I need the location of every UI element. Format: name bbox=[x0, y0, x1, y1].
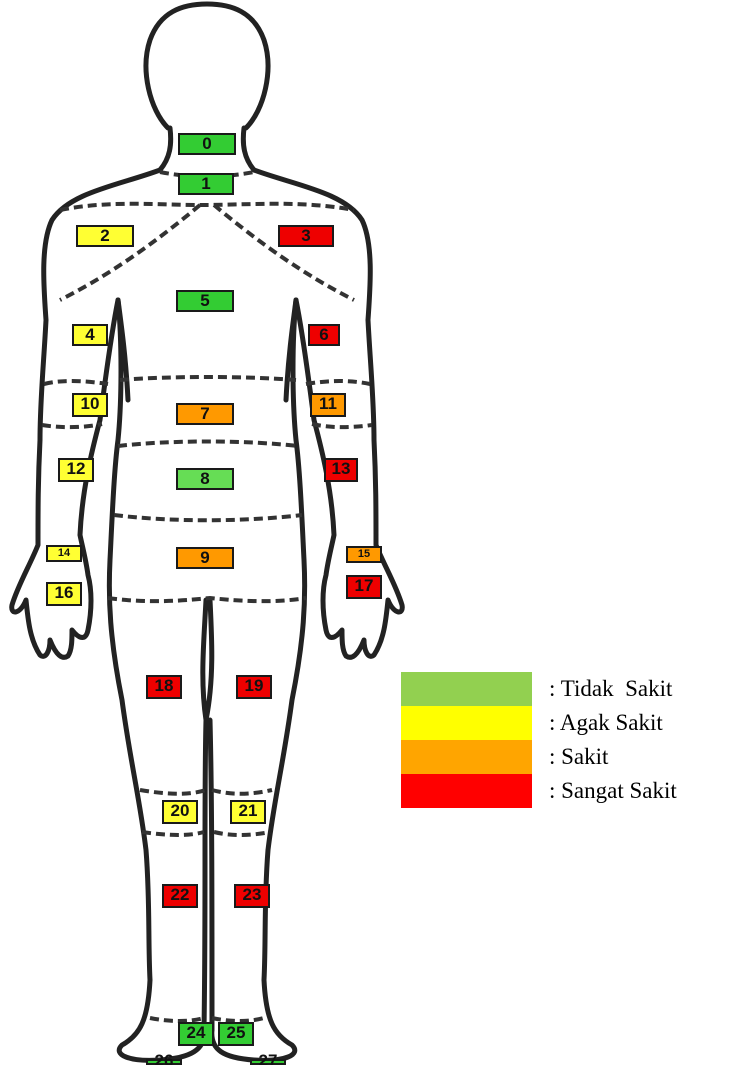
region-marker-19: 19 bbox=[236, 675, 272, 699]
region-marker-11: 11 bbox=[310, 393, 346, 417]
region-marker-20: 20 bbox=[162, 800, 198, 824]
region-marker-10: 10 bbox=[72, 393, 108, 417]
legend-swatch bbox=[401, 706, 532, 740]
seam-right-scapula bbox=[214, 205, 354, 300]
seam-shoulder-back bbox=[60, 204, 354, 210]
legend-item: : Sakit bbox=[401, 740, 731, 774]
region-marker-21: 21 bbox=[230, 800, 266, 824]
region-marker-25: 25 bbox=[218, 1022, 254, 1046]
region-marker-22: 22 bbox=[162, 884, 198, 908]
seam-waist-1 bbox=[120, 377, 296, 380]
region-marker-3: 3 bbox=[278, 225, 334, 247]
pain-level-legend: : Tidak Sakit : Agak Sakit : Sakit : San… bbox=[401, 672, 731, 808]
region-marker-13: 13 bbox=[324, 458, 358, 482]
seam-waist-2 bbox=[118, 442, 298, 447]
seam-elbow-left bbox=[42, 424, 102, 427]
region-marker-4: 4 bbox=[72, 324, 108, 346]
seam-ankle bbox=[150, 1018, 264, 1021]
inner-leg-lower-right bbox=[210, 720, 212, 1030]
legend-label: : Agak Sakit bbox=[549, 711, 663, 735]
region-marker-9: 9 bbox=[176, 547, 234, 569]
legend-label: : Sakit bbox=[549, 745, 608, 769]
region-marker-23: 23 bbox=[234, 884, 270, 908]
region-marker-5: 5 bbox=[176, 290, 234, 312]
head-outline bbox=[146, 4, 268, 128]
legend-swatch bbox=[401, 672, 532, 706]
region-marker-24: 24 bbox=[178, 1022, 214, 1046]
region-marker-18: 18 bbox=[146, 675, 182, 699]
seam-hip bbox=[114, 515, 302, 520]
legend-swatch bbox=[401, 774, 532, 808]
seam-upper-arm-right bbox=[306, 381, 370, 384]
region-marker-15: 15 bbox=[346, 546, 382, 563]
region-marker-0: 0 bbox=[178, 133, 236, 155]
legend-item: : Agak Sakit bbox=[401, 706, 731, 740]
legend-label: : Tidak Sakit bbox=[549, 677, 672, 701]
region-marker-6: 6 bbox=[308, 324, 340, 346]
region-marker-12: 12 bbox=[58, 458, 94, 482]
legend-item: : Sangat Sakit bbox=[401, 774, 731, 808]
seam-left-scapula bbox=[60, 205, 200, 300]
seam-upper-arm-left bbox=[44, 381, 108, 384]
region-marker-27: 27 bbox=[250, 1059, 286, 1065]
region-marker-26: 26 bbox=[146, 1059, 182, 1065]
region-marker-17: 17 bbox=[346, 575, 382, 599]
seam-elbow-right bbox=[312, 424, 372, 427]
inner-leg-outline bbox=[203, 600, 212, 720]
region-marker-2: 2 bbox=[76, 225, 134, 247]
region-marker-16: 16 bbox=[46, 582, 82, 606]
legend-swatch bbox=[401, 740, 532, 774]
region-marker-1: 1 bbox=[178, 173, 234, 195]
legend-label: : Sangat Sakit bbox=[549, 779, 677, 803]
right-side-outline bbox=[212, 170, 402, 1060]
inner-leg-lower-left bbox=[204, 720, 206, 1030]
region-marker-14: 14 bbox=[46, 545, 82, 562]
legend-item: : Tidak Sakit bbox=[401, 672, 731, 706]
region-marker-7: 7 bbox=[176, 403, 234, 425]
region-marker-8: 8 bbox=[176, 468, 234, 490]
